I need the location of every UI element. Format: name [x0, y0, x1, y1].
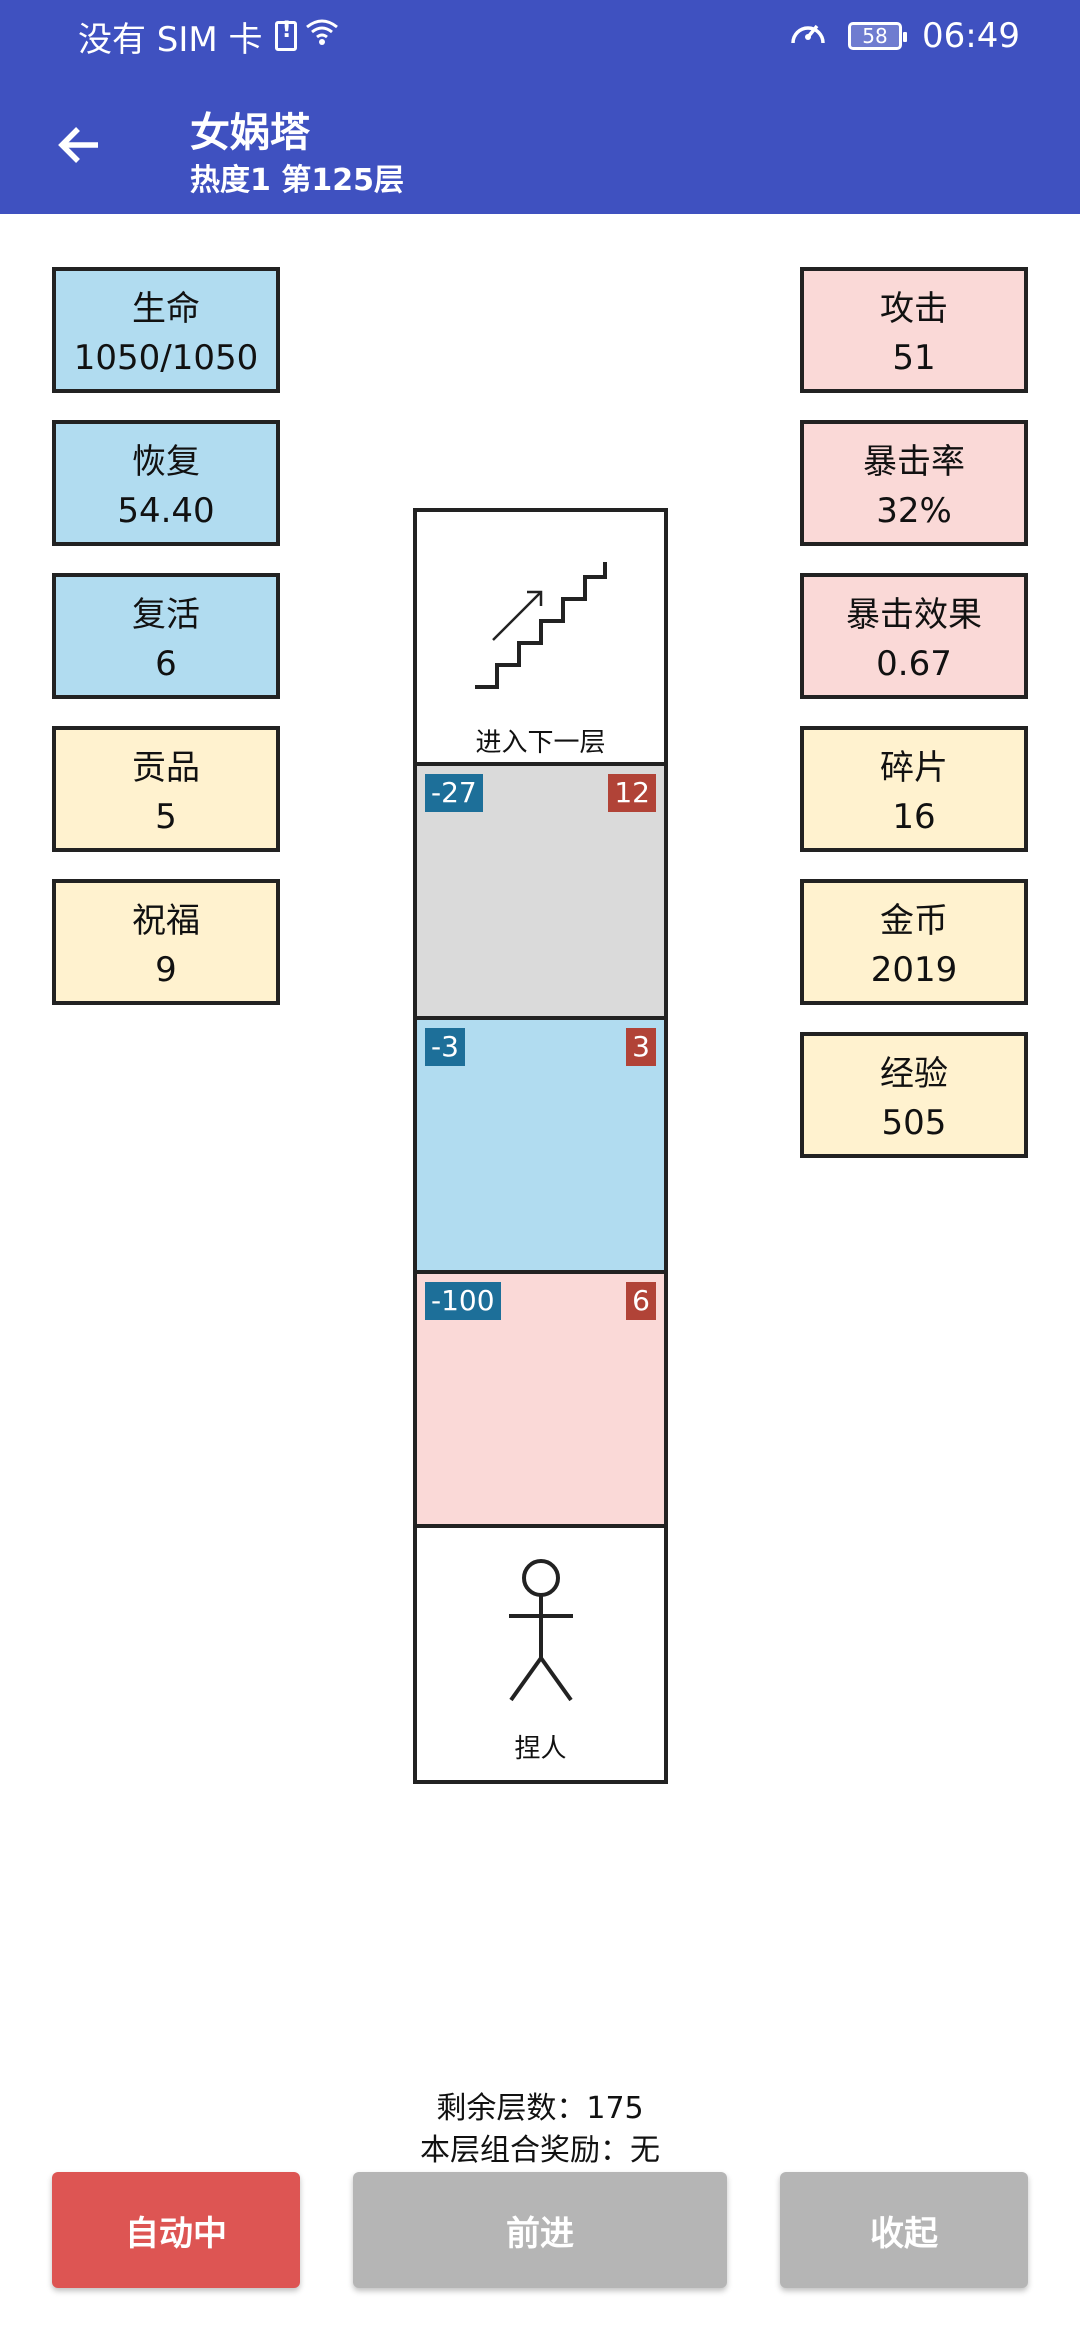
back-button[interactable]: [54, 120, 104, 170]
floor-attack-badge: -3: [425, 1028, 465, 1066]
remaining-floors-text: 剩余层数：175: [436, 2091, 644, 2126]
floor-attack-badge: -27: [425, 774, 483, 812]
forward-button[interactable]: 前进: [353, 2172, 727, 2288]
app-bar: 没有 SIM 卡 58 06:49: [0, 0, 1080, 214]
clock-time: 06:49: [922, 16, 1020, 56]
stat-label: 贡品: [132, 748, 200, 788]
stat-value: 9: [155, 950, 177, 991]
stat-label: 复活: [132, 595, 200, 635]
stat-value: 0.67: [876, 644, 952, 685]
arrow-left-icon: [58, 127, 98, 163]
stat-value: 5: [155, 797, 177, 838]
next-floor-label: 进入下一层: [475, 728, 606, 758]
stat-label: 祝福: [132, 901, 200, 941]
floor-bonus-text: 本层组合奖励：无: [420, 2133, 660, 2168]
battery-level: 58: [862, 24, 888, 48]
stat-label: 碎片: [880, 748, 948, 788]
stat-recovery: 恢复 54.40: [52, 420, 280, 546]
stat-attack: 攻击 51: [800, 267, 1028, 393]
stat-revive: 复活 6: [52, 573, 280, 699]
stat-value: 505: [881, 1103, 947, 1144]
stat-value: 51: [892, 338, 936, 379]
stat-value: 54.40: [117, 491, 215, 532]
floor-tile-2[interactable]: -3 3: [417, 1020, 664, 1270]
stat-label: 金币: [880, 901, 948, 941]
floor-value-badge: 12: [608, 774, 656, 812]
stat-experience: 经验 505: [800, 1032, 1028, 1158]
floor-divider: [417, 1016, 664, 1020]
stat-value: 32%: [876, 491, 952, 532]
carrier-text: 没有 SIM 卡: [78, 19, 263, 60]
stat-label: 攻击: [880, 289, 948, 329]
battery-icon: 58: [848, 22, 908, 50]
stat-value: 6: [155, 644, 177, 685]
floor-value-badge: 6: [626, 1282, 656, 1320]
stat-label: 恢复: [132, 442, 200, 482]
floor-value-badge: 3: [626, 1028, 656, 1066]
page-subtitle: 热度1 第125层: [190, 163, 404, 198]
stat-label: 生命: [132, 289, 200, 329]
stat-value: 16: [892, 797, 936, 838]
page-title: 女娲塔: [190, 110, 310, 156]
speed-gauge-icon: [788, 15, 828, 57]
status-bar: 没有 SIM 卡 58 06:49: [78, 14, 1020, 60]
stat-hp: 生命 1050/1050: [52, 267, 280, 393]
collapse-button[interactable]: 收起: [780, 2172, 1028, 2288]
stat-label: 暴击率: [863, 442, 965, 482]
stat-crit-effect: 暴击效果 0.67: [800, 573, 1028, 699]
floor-tile-3[interactable]: -100 6: [417, 1274, 664, 1524]
stat-label: 经验: [880, 1054, 948, 1094]
floor-tile-1[interactable]: -27 12: [417, 766, 664, 1016]
floor-divider: [417, 1270, 664, 1274]
character-label: 捏人: [514, 1734, 567, 1764]
wifi-icon: [305, 17, 339, 55]
floor-divider: [417, 762, 664, 766]
next-floor-tile[interactable]: 进入下一层: [417, 512, 664, 762]
person-icon: [509, 1559, 573, 1702]
stat-crit-rate: 暴击率 32%: [800, 420, 1028, 546]
stat-value: 1050/1050: [73, 338, 259, 379]
tower: 进入下一层 -27 12 -3 3 -100 6 捏人: [413, 508, 668, 1784]
stat-value: 2019: [870, 950, 958, 991]
stat-gold: 金币 2019: [800, 879, 1028, 1005]
stat-offering: 贡品 5: [52, 726, 280, 852]
stat-blessing: 祝福 9: [52, 879, 280, 1005]
floor-attack-badge: -100: [425, 1282, 501, 1320]
stat-label: 暴击效果: [846, 595, 982, 635]
sim-alert-icon: [274, 18, 297, 51]
stat-fragments: 碎片 16: [800, 726, 1028, 852]
stairs-icon: [475, 562, 607, 689]
auto-button[interactable]: 自动中: [52, 2172, 300, 2288]
character-tile[interactable]: 捏人: [417, 1528, 664, 1780]
floor-divider: [417, 1524, 664, 1528]
